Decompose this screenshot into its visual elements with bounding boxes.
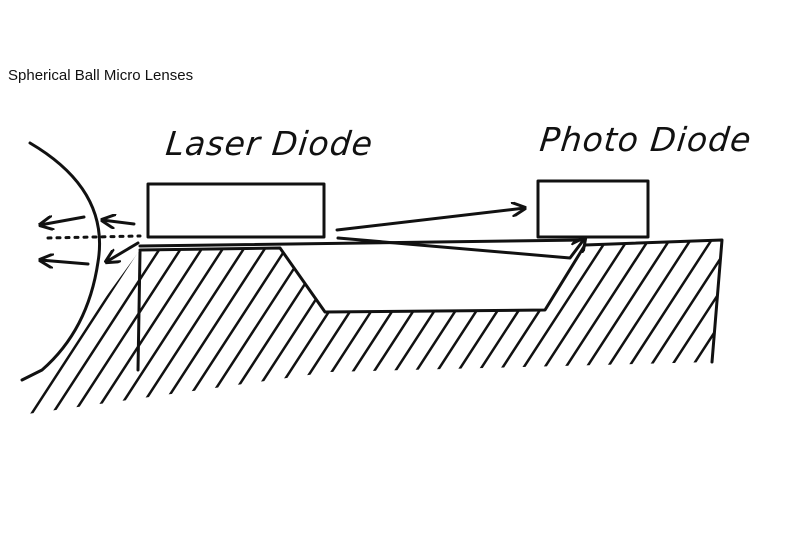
- hatch-line: [271, 240, 405, 415]
- hatch-line: [628, 240, 722, 415]
- hatch-line: [691, 240, 722, 415]
- hatch-line: [376, 240, 510, 415]
- diverging-beam-arrow-bottom: [106, 241, 140, 262]
- output-beam-arrow-bottom: [40, 260, 90, 264]
- hatch-line: [586, 240, 720, 415]
- hatch-line: [460, 240, 594, 415]
- hatch-line: [103, 240, 237, 415]
- substrate-left-edge: [136, 250, 142, 372]
- substrate-outline: [138, 238, 724, 364]
- hatch-line: [565, 240, 699, 415]
- hatch-line: [756, 230, 800, 430]
- hatch-line: [292, 240, 426, 415]
- optical-axis-dotted: [46, 234, 142, 240]
- substrate-hatching: [20, 230, 800, 430]
- hatch-line: [439, 240, 573, 415]
- hatch-line: [544, 240, 678, 415]
- hatch-line: [166, 240, 300, 415]
- ball-lens: [20, 141, 102, 382]
- diagram-title: Spherical Ball Micro Lenses: [8, 67, 194, 84]
- hatch-line: [481, 240, 615, 415]
- hatch-line: [418, 240, 552, 415]
- output-beam-arrow-top: [40, 217, 86, 225]
- hatch-line: [145, 240, 279, 415]
- hatch-line: [670, 240, 722, 415]
- hatch-line: [187, 240, 321, 415]
- hatch-line: [250, 240, 384, 415]
- direct-beam-arrow: [335, 208, 525, 232]
- hatch-line: [735, 230, 800, 430]
- hatch-line: [502, 240, 636, 415]
- hatch-line: [124, 240, 258, 415]
- hatch-line: [334, 240, 468, 415]
- substrate-top-line: [138, 238, 587, 248]
- hatch-line: [355, 240, 489, 415]
- hatch-line: [777, 230, 800, 430]
- reflected-beam-arrow: [336, 238, 585, 260]
- laser-diode-box: [146, 182, 326, 239]
- hatch-line: [712, 240, 722, 415]
- diverging-beam-arrow-top: [102, 220, 136, 224]
- hatch-line: [313, 240, 447, 415]
- hatch-line: [397, 240, 531, 415]
- hatch-line: [523, 240, 657, 415]
- hatch-line: [82, 240, 216, 415]
- hatch-line: [61, 240, 195, 415]
- photo-diode-box: [536, 179, 650, 239]
- hatch-line: [229, 240, 363, 415]
- hatch-line: [40, 240, 174, 415]
- hatch-line: [208, 240, 342, 415]
